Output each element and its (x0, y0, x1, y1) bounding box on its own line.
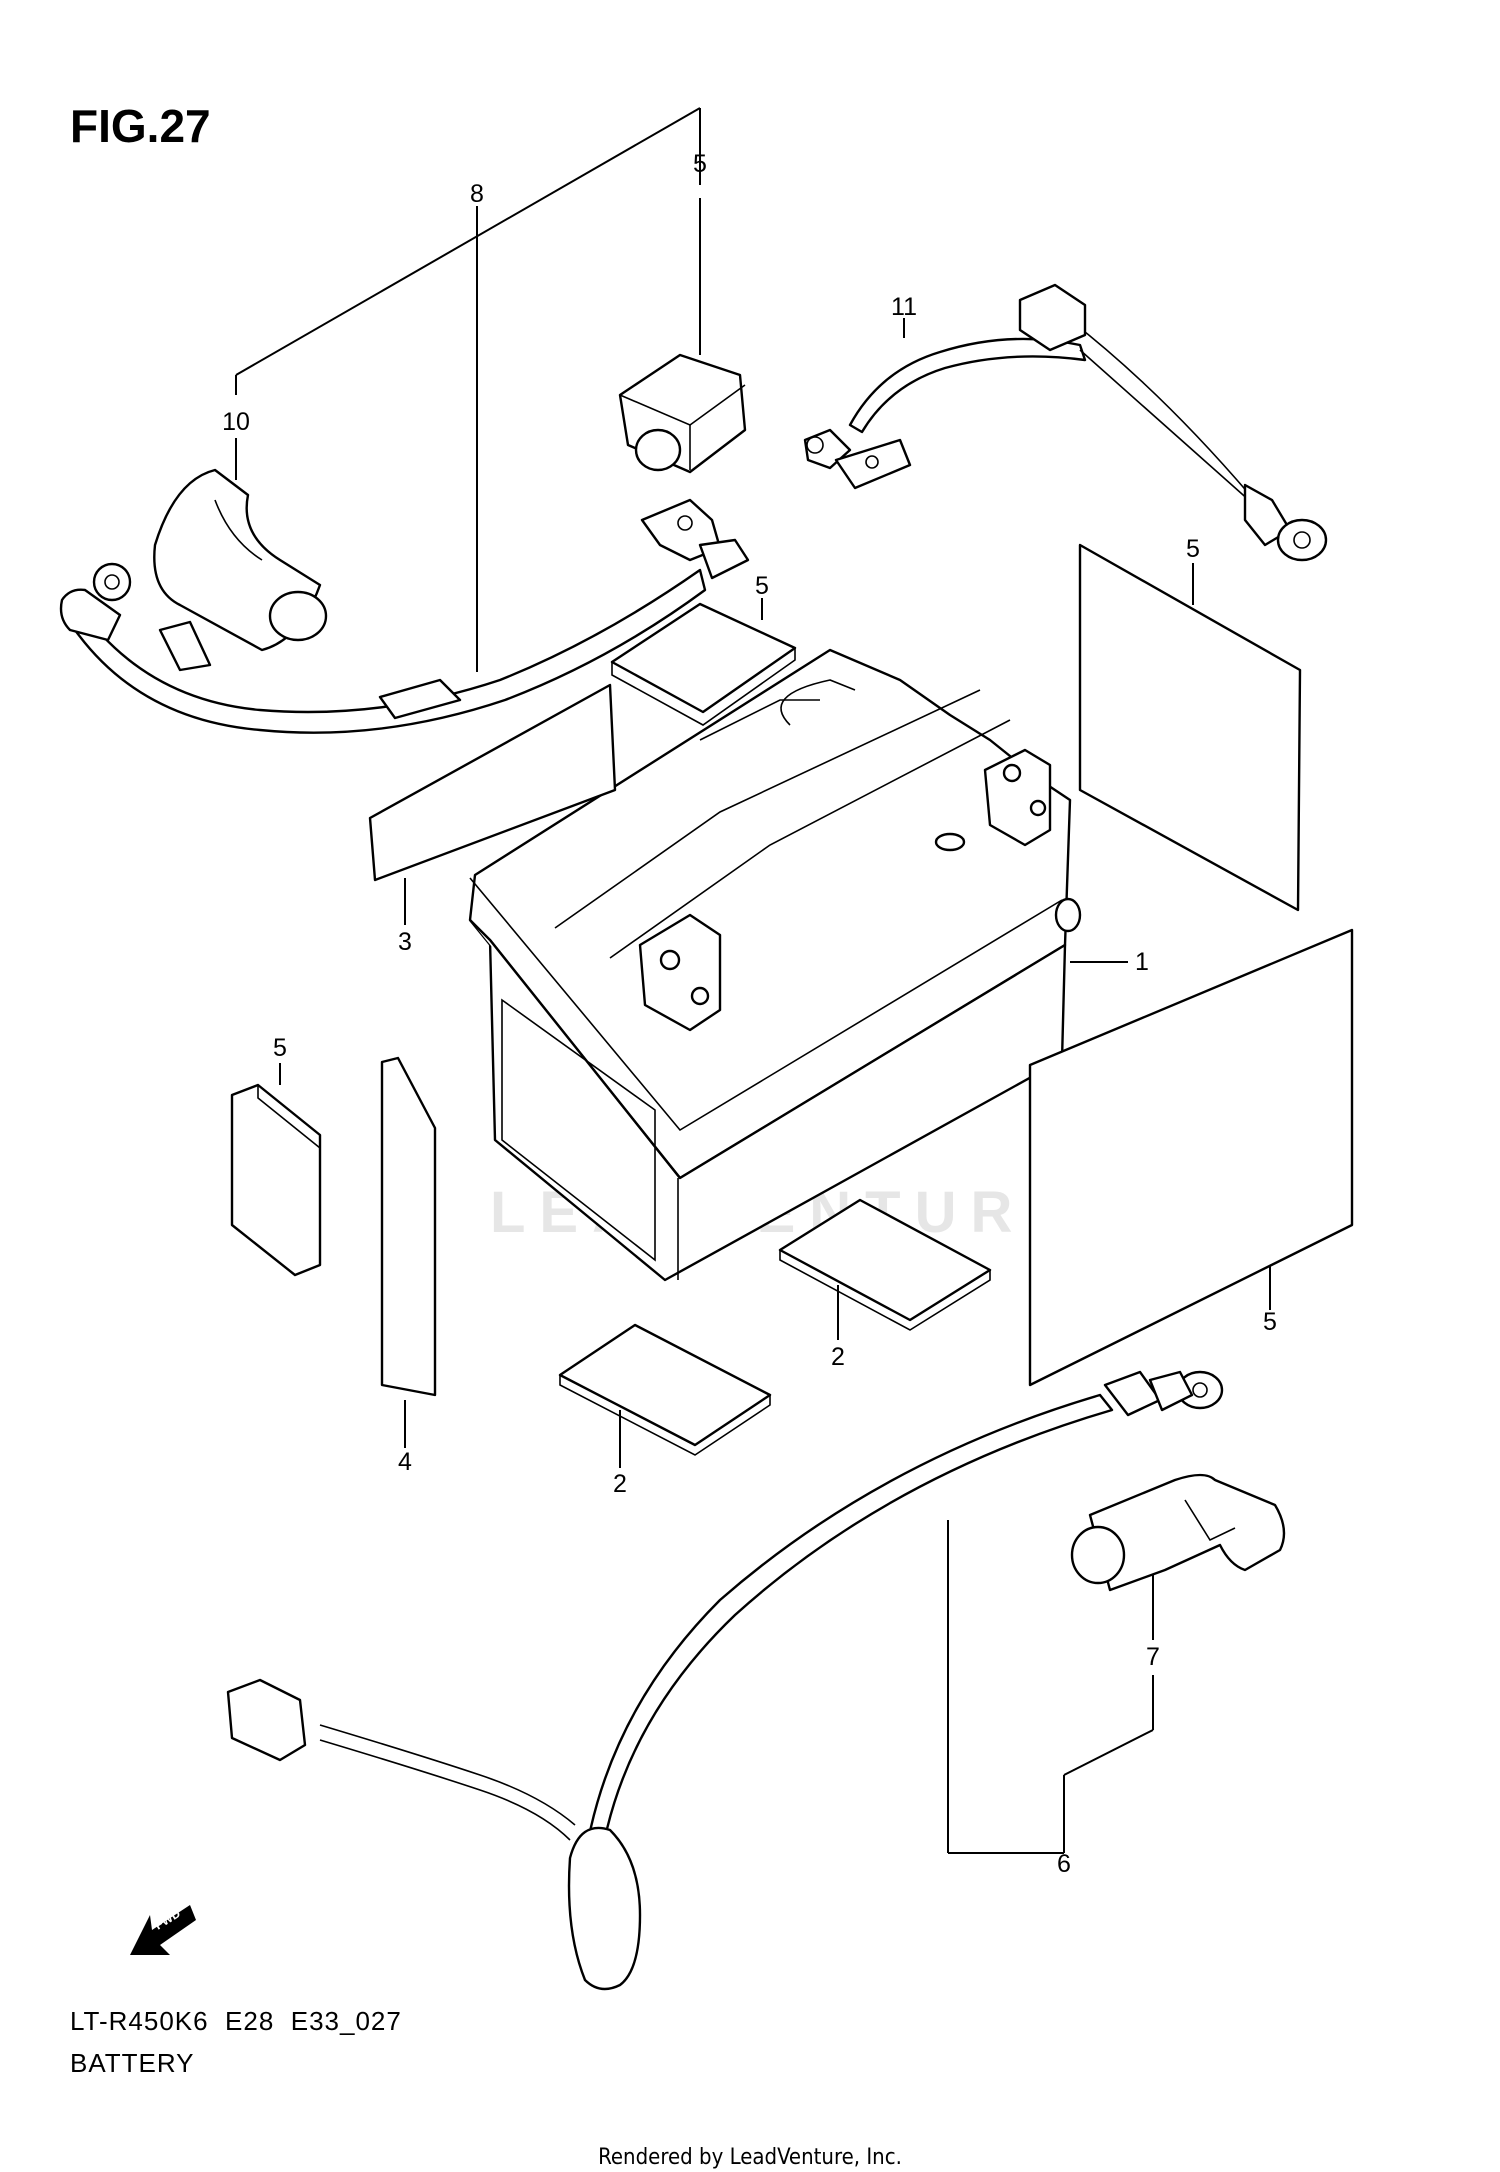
callout-2-lower: 2 (613, 1470, 627, 1498)
pad-5-left-edge (257, 1085, 321, 1149)
model-code: LT-R450K6 E28 E33_027 (70, 2006, 402, 2036)
callout-1: 1 (1135, 948, 1149, 976)
battery (468, 648, 1082, 1282)
callout-5-left: 5 (273, 1034, 287, 1062)
callout-2-right: 2 (831, 1343, 845, 1371)
terminal-cap-7 (1070, 1473, 1286, 1592)
callout-10: 10 (222, 408, 250, 436)
callout-5-bottom-right: 5 (1263, 1308, 1277, 1336)
callout-5-top-right: 5 (1186, 535, 1200, 563)
wire-harness-11 (803, 283, 1328, 562)
pad-5-right-bottom (1028, 928, 1354, 1387)
pad-5-top-edge (611, 648, 796, 726)
callout-5-top: 5 (755, 572, 769, 600)
spacer-3 (368, 683, 617, 882)
callout-6: 6 (1057, 1850, 1071, 1878)
callout-3: 3 (398, 928, 412, 956)
callout-11: 11 (891, 293, 917, 321)
fwd-arrow-icon: FWD (130, 1905, 196, 1955)
terminal-cap-9 (618, 353, 747, 474)
pad-2-lower (558, 1323, 772, 1447)
pad-2-right-edge (779, 1250, 991, 1331)
pad-5-right-top (1078, 543, 1302, 912)
spacer-4 (380, 1056, 437, 1397)
pad-2-lower-edge (559, 1375, 771, 1456)
cable-8 (59, 498, 750, 734)
figure-title: FIG.27 (70, 100, 211, 152)
cable-6 (226, 1370, 1224, 1991)
credit-line: Rendered by LeadVenture, Inc. (598, 2145, 902, 2170)
terminal-cap-10 (153, 468, 328, 652)
callout-8: 8 (470, 180, 484, 208)
leader-lines (235, 107, 1271, 1854)
callout-7: 7 (1146, 1643, 1160, 1671)
figure-caption: BATTERY (70, 2048, 195, 2078)
callout-9: 5 (693, 150, 707, 178)
callout-4: 4 (398, 1448, 412, 1476)
